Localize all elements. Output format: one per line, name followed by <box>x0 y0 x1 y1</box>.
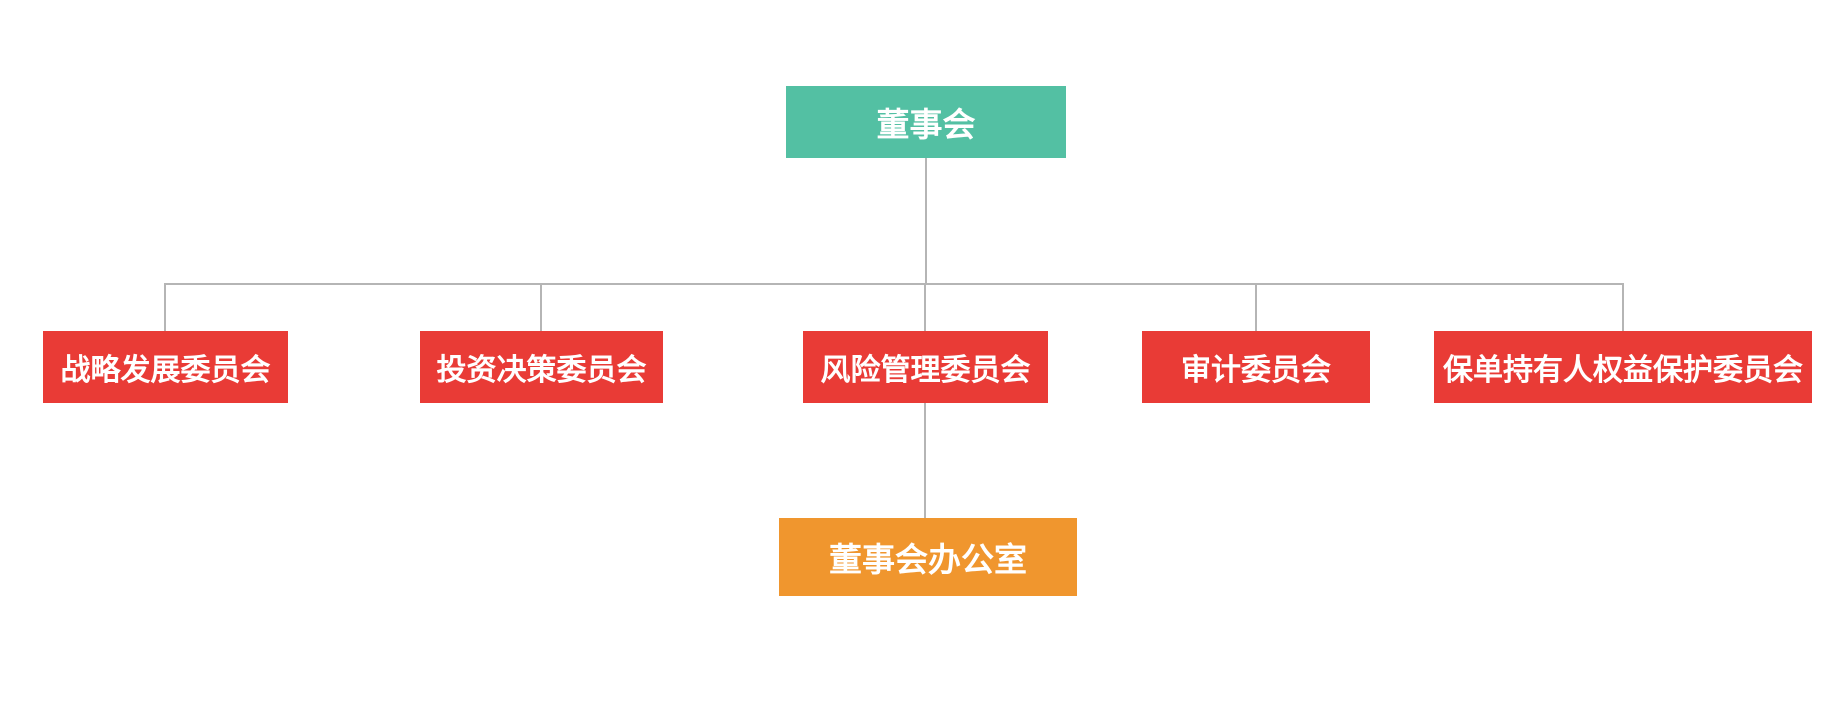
connector-bus <box>164 283 1624 285</box>
org-node-board: 董事会 <box>786 86 1066 158</box>
org-node-strategy-development-committee: 战略发展委员会 <box>43 331 288 403</box>
org-node-policyholder-rights-protection-committee: 保单持有人权益保护委员会 <box>1434 331 1812 403</box>
org-node-investment-decision-committee: 投资决策委员会 <box>420 331 663 403</box>
org-node-board-office-label: 董事会办公室 <box>829 541 1027 578</box>
org-node-board-label: 董事会 <box>876 106 976 143</box>
org-node-policyholder-rights-protection-committee-label: 保单持有人权益保护委员会 <box>1443 354 1803 387</box>
org-node-audit-committee: 审计委员会 <box>1142 331 1370 403</box>
connector-drop-strategy <box>164 283 166 333</box>
org-node-audit-committee-label: 审计委员会 <box>1181 354 1331 387</box>
connector-drop-investment <box>540 283 542 333</box>
org-node-risk-management-committee-label: 风险管理委员会 <box>820 354 1031 387</box>
connector-office-drop <box>924 400 926 520</box>
connector-drop-audit <box>1255 283 1257 333</box>
org-node-board-office: 董事会办公室 <box>779 518 1077 596</box>
connector-drop-policyholder <box>1622 283 1624 333</box>
org-node-investment-decision-committee-label: 投资决策委员会 <box>436 354 647 387</box>
connector-drop-risk <box>924 283 926 333</box>
org-node-risk-management-committee: 风险管理委员会 <box>803 331 1048 403</box>
org-node-strategy-development-committee-label: 战略发展委员会 <box>60 354 271 387</box>
connector-root-drop <box>925 156 927 285</box>
